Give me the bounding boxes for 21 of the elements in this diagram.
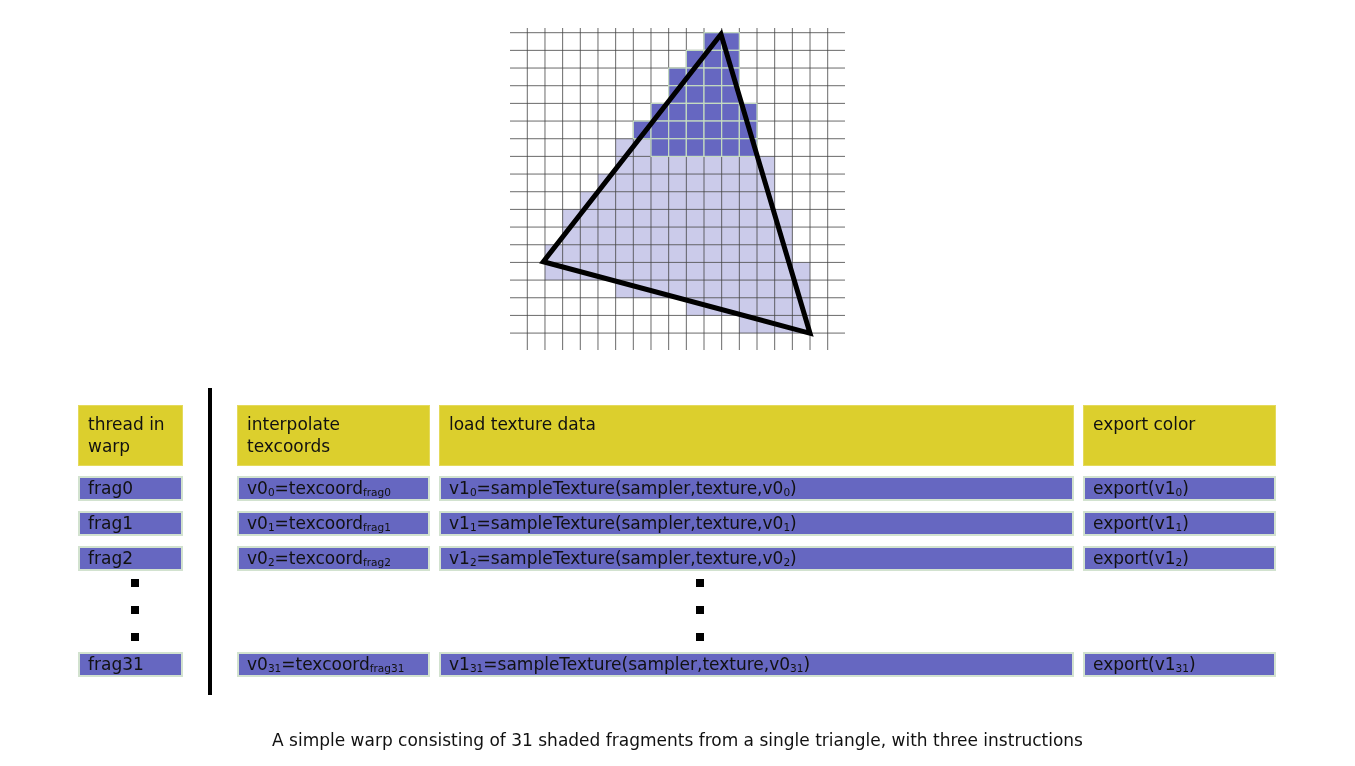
fragment-label: frag2 — [78, 546, 183, 571]
interpolate-instruction: v0$_{31}$=texcoord$_{frag31}$ — [237, 652, 430, 677]
interpolate-instruction: v0$_{0}$=texcoord$_{frag0}$ — [237, 476, 430, 501]
column-header: thread in warp — [78, 405, 183, 466]
fragment-label: frag1 — [78, 511, 183, 536]
interpolate-instruction: v0$_{1}$=texcoord$_{frag1}$ — [237, 511, 430, 536]
export-instruction: export(v1$_{31}$) — [1083, 652, 1276, 677]
column-header: load texture data — [439, 405, 1074, 466]
column-header: interpolate texcoords — [237, 405, 430, 466]
sample-instruction: v1$_{31}$=sampleTexture(sampler,texture,v0$_{31}$) — [439, 652, 1074, 677]
column-header: export color — [1083, 405, 1276, 466]
export-instruction: export(v1$_{2}$) — [1083, 546, 1276, 571]
sample-instruction: v1$_{2}$=sampleTexture(sampler,texture,v0$_{2}$) — [439, 546, 1074, 571]
fragment-label: frag31 — [78, 652, 183, 677]
export-instruction: export(v1$_{0}$) — [1083, 476, 1276, 501]
sample-instruction: v1$_{0}$=sampleTexture(sampler,texture,v0$_{0}$) — [439, 476, 1074, 501]
sample-instruction: v1$_{1}$=sampleTexture(sampler,texture,v0$_{1}$) — [439, 511, 1074, 536]
fragment-label: frag0 — [78, 476, 183, 501]
export-instruction: export(v1$_{1}$) — [1083, 511, 1276, 536]
interpolate-instruction: v0$_{2}$=texcoord$_{frag2}$ — [237, 546, 430, 571]
figure-caption: A simple warp consisting of 31 shaded fragments from a single triangle, with three instructions — [272, 730, 1083, 750]
